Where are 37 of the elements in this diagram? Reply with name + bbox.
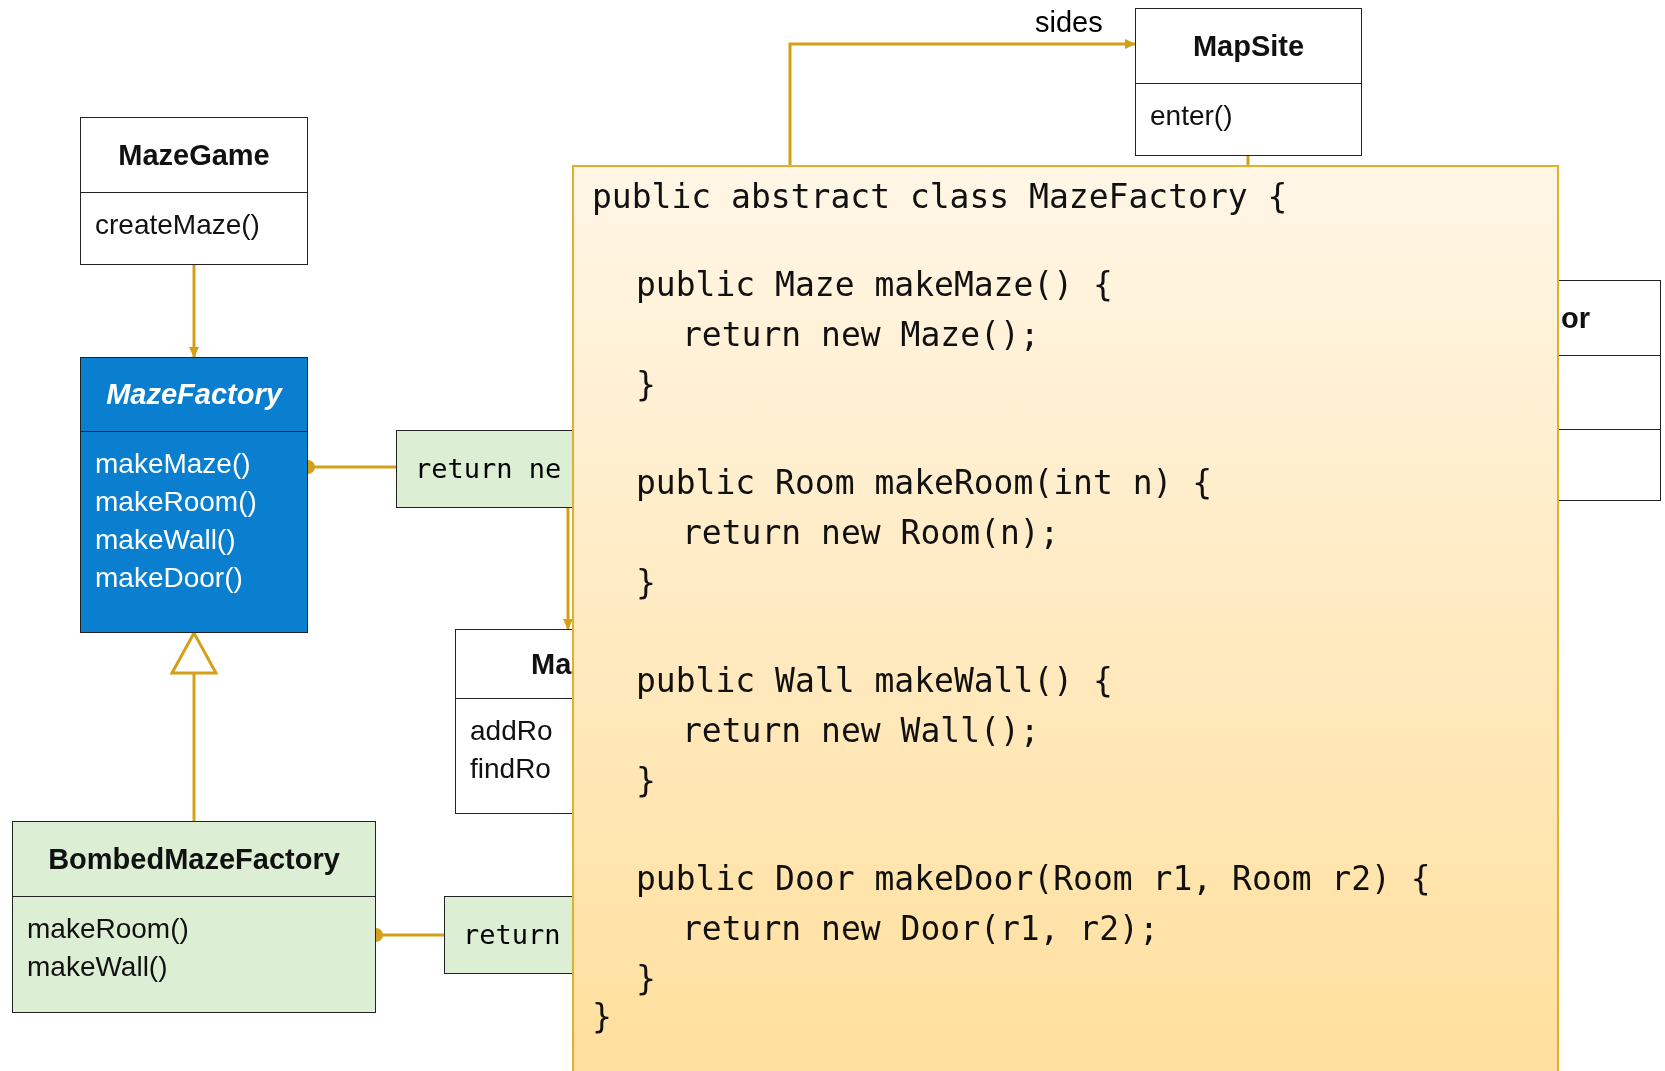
code-line: return new Wall(); bbox=[682, 711, 1040, 750]
code-popup bbox=[572, 165, 1559, 1071]
code-line: } bbox=[636, 365, 656, 404]
class-box bbox=[1135, 8, 1362, 156]
code-line: public Maze makeMaze() { bbox=[636, 265, 1113, 304]
class-name: or bbox=[1561, 301, 1590, 335]
code-line: } bbox=[636, 563, 656, 602]
code-line: return new Door(r1, r2); bbox=[682, 909, 1159, 948]
class-box bbox=[12, 821, 376, 1013]
code-line: public Door makeDoor(Room r1, Room r2) { bbox=[636, 859, 1431, 898]
class-box bbox=[80, 357, 308, 633]
class-name: MazeFactory bbox=[106, 378, 282, 411]
class-name: BombedMazeFactory bbox=[48, 842, 340, 876]
code-line: return new Room(n); bbox=[682, 513, 1060, 552]
code-text: return ne bbox=[415, 453, 562, 484]
code-line: } bbox=[636, 761, 656, 800]
code-line: return new Maze(); bbox=[682, 315, 1040, 354]
class-name: MazeGame bbox=[118, 138, 270, 172]
code-line: public abstract class MazeFactory { bbox=[592, 177, 1288, 216]
class-name: Ma bbox=[531, 647, 572, 681]
code-text: return bbox=[463, 919, 561, 950]
arrow bbox=[189, 265, 199, 358]
method-list: makeMaze() makeRoom() makeWall() makeDoor() bbox=[95, 445, 303, 597]
code-line: public Room makeRoom(int n) { bbox=[636, 463, 1213, 502]
code-line: } bbox=[636, 959, 656, 998]
method-list: makeRoom() makeWall() bbox=[27, 910, 227, 986]
arrow bbox=[788, 39, 1136, 165]
method-list: addRo findRo bbox=[470, 712, 610, 788]
method-list: createMaze() bbox=[95, 206, 303, 244]
class-box bbox=[80, 117, 308, 265]
code-line: } bbox=[592, 997, 612, 1036]
inheritance-arrow bbox=[170, 631, 218, 821]
method-list: enter() bbox=[1150, 97, 1357, 135]
code-line: public Wall makeWall() { bbox=[636, 661, 1113, 700]
connector-line bbox=[1246, 156, 1250, 165]
arrow bbox=[563, 508, 573, 630]
class-name: MapSite bbox=[1192, 29, 1305, 63]
